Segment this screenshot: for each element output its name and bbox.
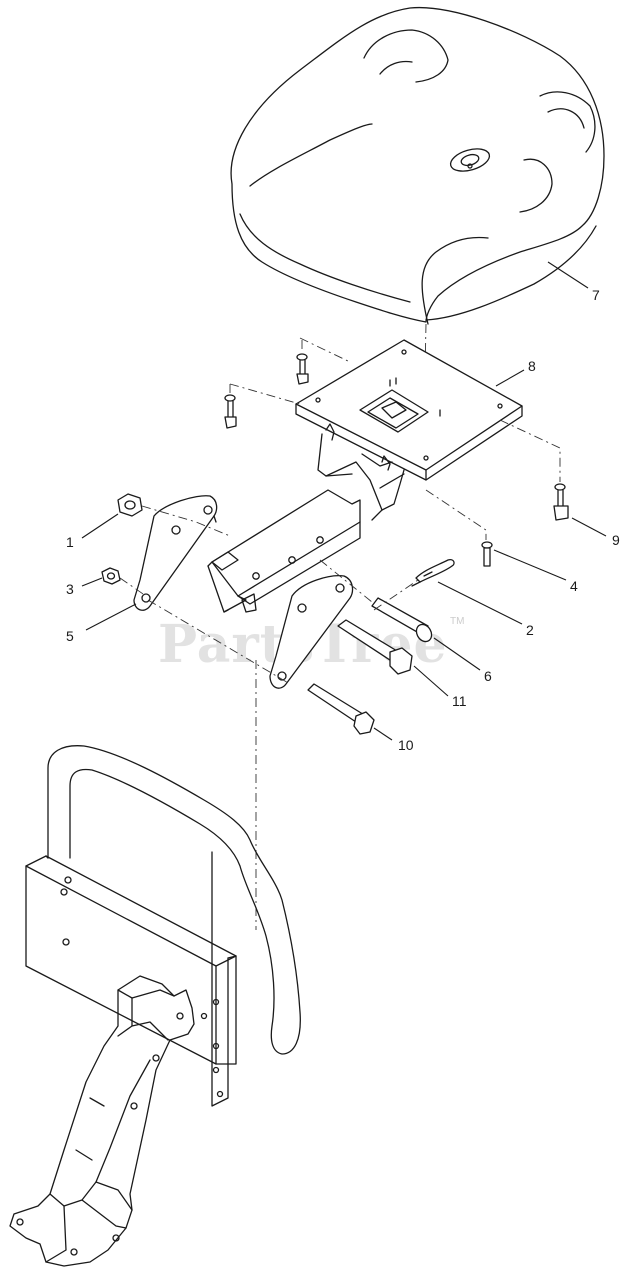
callout-11: 11 [413, 665, 467, 709]
callout-5-label: 5 [66, 628, 74, 644]
side-plate-left [133, 495, 218, 611]
callout-3: 3 [66, 577, 103, 597]
seat-plate [295, 339, 523, 481]
hex-nut-large [117, 493, 143, 517]
callout-10: 10 [373, 727, 414, 753]
flange-bolt-left [224, 394, 237, 429]
flange-bolt-right [553, 483, 569, 521]
seat-mount-bracket [317, 433, 405, 521]
alignment-lines [119, 337, 561, 930]
callout-5: 5 [66, 603, 137, 644]
seat-support-stand [9, 745, 301, 1267]
callout-4: 4 [493, 549, 578, 594]
bolt-long [307, 683, 375, 735]
callout-6: 6 [433, 637, 492, 684]
flange-bolt-top [296, 353, 309, 385]
callout-10-label: 10 [398, 737, 414, 753]
watermark-trademark: TM [450, 616, 464, 627]
callout-9: 9 [571, 517, 620, 548]
seat-cushion [230, 6, 605, 325]
cotter-pin [411, 558, 455, 587]
callout-11-label: 11 [452, 693, 467, 709]
bolt-hex [337, 619, 413, 675]
callout-3-label: 3 [66, 581, 74, 597]
square-tube [207, 489, 361, 613]
callout-7-label: 7 [592, 287, 600, 303]
side-plate-right [269, 575, 354, 689]
callout-4-label: 4 [570, 578, 578, 594]
callout-9-label: 9 [612, 532, 620, 548]
clevis-pin [371, 597, 433, 643]
callout-6-label: 6 [484, 668, 492, 684]
callout-2-label: 2 [526, 622, 534, 638]
callout-8-label: 8 [528, 358, 536, 374]
callout-7: 7 [547, 261, 600, 303]
callout-2: 2 [437, 581, 534, 638]
callout-1: 1 [66, 513, 119, 550]
washer-bolt-right [481, 541, 493, 567]
callout-1-label: 1 [66, 534, 74, 550]
callout-8: 8 [495, 358, 536, 387]
hex-nut-small [101, 567, 121, 585]
